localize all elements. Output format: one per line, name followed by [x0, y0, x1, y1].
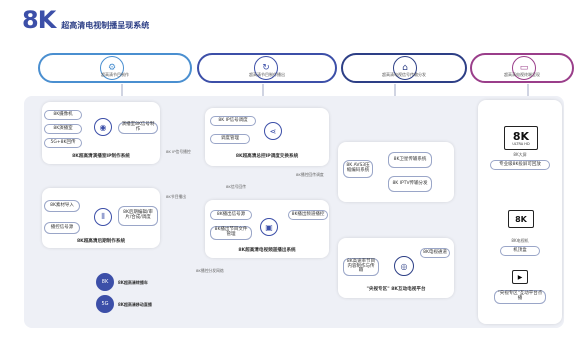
platform-icon: ◎	[394, 256, 414, 276]
terminal-label: 8K电视机	[511, 238, 529, 243]
network-pill: 8K高速率节目内容制作与传输	[343, 258, 379, 276]
system-label: 8K超高清后期制作系统	[76, 239, 126, 244]
ip-dispatch-pill: 8K IP信号调度	[210, 116, 256, 126]
ob-truck-label: 8K超高清转播车	[118, 280, 148, 285]
input-pill: 8K摄像机	[44, 110, 82, 120]
terminal-pill: 专业级8K投屏可回放	[490, 160, 550, 170]
playout-file-pill: 8K播出节目文件管理	[210, 226, 252, 240]
input-pill: 5G+8K回传	[44, 138, 82, 148]
flow-label: 8K播控回传调度	[296, 172, 324, 177]
phase-label: 超高清电视信号传输分发	[382, 72, 426, 77]
tv-8k-small-icon: 8K	[508, 210, 534, 228]
system-label: 8K超高清总控IP调度交换系统	[235, 154, 299, 159]
logo-8k: 8K	[22, 6, 56, 34]
share-icon: ⋖	[264, 122, 282, 140]
iptv-pill: 8K IPTV传输分发	[388, 176, 432, 192]
phase-playout: ↻ 超高清节目制作播出	[197, 53, 337, 83]
phase-production: ⚙ 超高清节目制作	[38, 53, 192, 83]
input-pill: 8K演播室	[44, 124, 82, 134]
page-title: 超高清电视制播呈现系统	[61, 21, 150, 30]
tv-8k-large-icon: 8K ULTRA HD	[504, 126, 538, 150]
input-pill: 8K素材导入	[44, 200, 80, 212]
edit-icon: ⫴	[94, 208, 112, 226]
phase-label: 超高清节目制作播出	[249, 72, 285, 77]
phase-terminal: ▭ 超高清电视终端呈现	[470, 53, 574, 83]
tv-channel-pill: 8K电视通道	[420, 248, 450, 258]
system-label: 8K超高清电视频道播出系统	[238, 248, 296, 253]
flow-label: 8K播控分发网络	[196, 268, 224, 273]
avs3-encoder-pill: 8K AVS3压缩编码系统	[343, 160, 373, 178]
terminal-pill: 机顶盒	[500, 246, 540, 256]
page-header: 8K 超高清电视制播呈现系统	[22, 6, 149, 34]
channel-control-pill: 8K播出频道播控	[288, 210, 328, 220]
flow-label: 8K IP信号播控	[166, 149, 191, 154]
phase-distribution: ⌂ 超高清电视信号传输分发	[341, 53, 467, 83]
platform-label: "央视专区" 8K互动电视平台	[366, 287, 426, 292]
terminal-label: 8K大屏	[513, 152, 527, 157]
mobile-live-label: 8K超高清移动直播	[118, 302, 152, 307]
dispatch-mgmt-pill: 调度管理	[210, 134, 250, 144]
camera-icon: ◉	[94, 118, 112, 136]
phase-label: 超高清电视终端呈现	[504, 72, 540, 77]
play-icon: ▶	[512, 270, 528, 284]
phase-label: 超高清节目制作	[101, 72, 129, 77]
system-label: 8K超高清演播室IP制作系统	[72, 154, 130, 159]
post-edit-pill: 8K后期编辑/审片/合成/调度	[118, 206, 158, 226]
flow-label: 8K节目播出	[166, 194, 187, 199]
refresh-icon: ↻	[254, 56, 278, 80]
studio-signal-pill: 演播室8K信号制作	[118, 122, 158, 134]
playout-source-pill: 8K播出信号源	[210, 210, 252, 220]
satellite-pill: 8K卫星传输系统	[388, 152, 432, 168]
monitor-icon: ▭	[512, 56, 536, 80]
playout-icon: ▣	[260, 218, 278, 236]
gears-icon: ⚙	[100, 56, 124, 80]
terminal-badge-sub: ULTRA HD	[512, 141, 530, 146]
flow-label: 8K信号回传	[226, 184, 247, 189]
terminal-badge: 8K	[515, 214, 527, 224]
input-pill: 播控信号源	[44, 222, 80, 234]
terminal-pill: "央视专区"互动平台点播	[494, 290, 546, 304]
terminal-badge: 8K	[512, 129, 530, 143]
ob-truck-icon: 8K	[96, 273, 114, 291]
broadcast-tower-icon: ⌂	[393, 56, 417, 80]
mobile-live-icon: 5G	[96, 295, 114, 313]
